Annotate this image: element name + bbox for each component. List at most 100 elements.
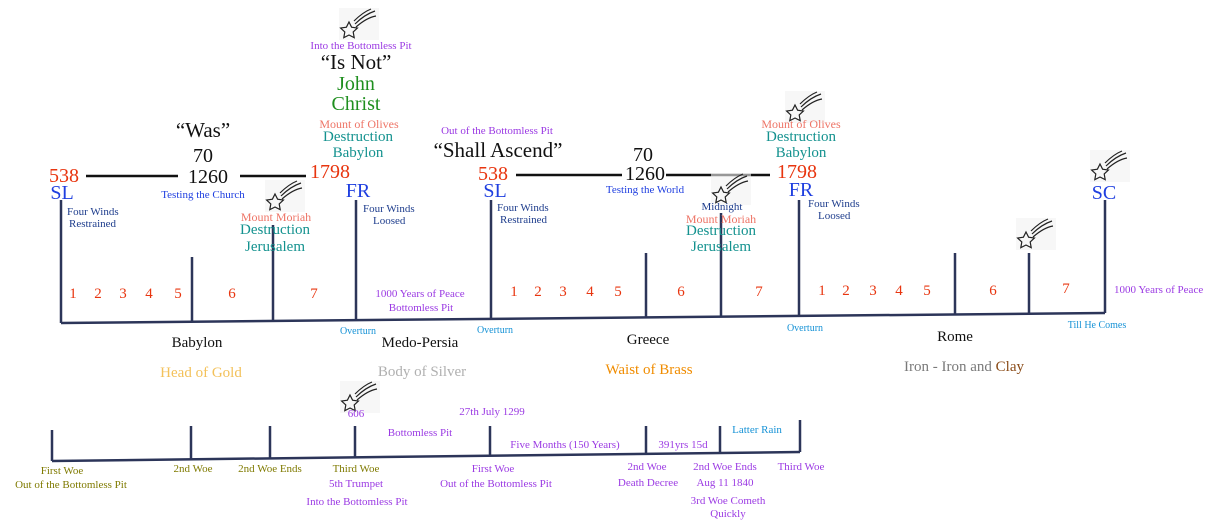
year-606: 606 xyxy=(347,408,365,420)
year-1798-2: 1798 xyxy=(777,161,817,183)
num-4: 4 xyxy=(895,283,903,299)
four-winds-2b: Loosed xyxy=(373,215,406,227)
num-7: 7 xyxy=(755,284,763,300)
mount-moriah-1: Mount Moriah xyxy=(240,210,312,224)
num-3: 3 xyxy=(869,283,877,299)
shall-ascend-label: “Shall Ascend” xyxy=(433,138,563,162)
was-label: “Was” xyxy=(175,118,231,142)
four-winds-4a: Four Winds xyxy=(808,198,860,210)
clay-text: Clay xyxy=(995,359,1024,375)
testing-church: Testing the Church xyxy=(161,189,245,201)
num-6: 6 xyxy=(228,286,236,302)
iron-text: Iron - Iron and xyxy=(904,359,996,375)
p1260-2: 1260 xyxy=(625,163,665,185)
bottomless-pit: Bottomless Pit xyxy=(387,427,453,439)
christ-label: Christ xyxy=(331,93,381,115)
peace-1b: Bottomless Pit xyxy=(388,302,454,314)
num-5: 5 xyxy=(923,283,931,299)
body-of-silver: Body of Silver xyxy=(377,364,467,380)
kingdom-medo-persia: Medo-Persia xyxy=(381,335,459,351)
first-woe-b: Out of the Bottomless Pit xyxy=(15,479,127,491)
five-months: Five Months (150 Years) xyxy=(510,439,620,451)
seventy-2: 70 xyxy=(633,144,653,166)
shooting-star-icon xyxy=(1089,149,1131,183)
sl-1: SL xyxy=(50,182,74,204)
iron-and-clay: Iron - Iron and Clay xyxy=(904,360,1024,375)
num-4: 4 xyxy=(586,284,594,300)
kingdom-greece: Greece xyxy=(626,332,670,348)
second-woe-2b: Death Decree xyxy=(617,477,679,489)
year-538-1: 538 xyxy=(49,165,79,187)
num-1: 1 xyxy=(69,286,77,302)
num-5: 5 xyxy=(614,284,622,300)
jerusalem-1: Jerusalem xyxy=(245,239,305,255)
num-6: 6 xyxy=(989,283,997,299)
first-woe-2a: First Woe xyxy=(471,463,515,475)
date-1299: 27th July 1299 xyxy=(459,406,525,418)
john-label: John xyxy=(337,73,375,95)
babylon-1: Babylon xyxy=(332,145,384,161)
third-woe-b: 5th Trumpet xyxy=(328,478,384,490)
num-7: 7 xyxy=(1062,281,1070,297)
num-6: 6 xyxy=(677,284,685,300)
four-winds-1a: Four Winds xyxy=(67,206,119,218)
num-4: 4 xyxy=(145,286,153,302)
into-pit-top: Into the Bottomless Pit xyxy=(310,40,412,52)
destruction-1: Destruction xyxy=(323,129,393,145)
peace-1a: 1000 Years of Peace xyxy=(375,288,465,300)
num-1: 1 xyxy=(818,283,826,299)
mount-olives-1: Mount of Olives xyxy=(319,117,399,131)
third-woe-a: Third Woe xyxy=(332,463,380,475)
overturn-1: Overturn xyxy=(339,326,377,337)
fr-1: FR xyxy=(345,180,371,202)
overturn-2: Overturn xyxy=(476,325,514,336)
second-woe-ends-2b: Aug 11 1840 xyxy=(696,477,754,489)
into-pit: Into the Bottomless Pit xyxy=(306,496,408,508)
num-5: 5 xyxy=(174,286,182,302)
second-woe-2a: 2nd Woe xyxy=(627,461,667,473)
is-not-label: “Is Not” xyxy=(320,50,392,74)
waist-of-brass: Waist of Brass xyxy=(605,362,693,378)
sc-label: SC xyxy=(1091,182,1117,204)
main-baseline xyxy=(60,311,1106,325)
num-2: 2 xyxy=(94,286,102,302)
num-3: 3 xyxy=(559,284,567,300)
num-7: 7 xyxy=(310,286,318,302)
num-2: 2 xyxy=(842,283,850,299)
four-winds-3a: Four Winds xyxy=(497,202,549,214)
year-1798-1: 1798 xyxy=(310,161,350,183)
out-of-pit-top: Out of the Bottomless Pit xyxy=(441,125,553,137)
midnight-label: Midnight xyxy=(701,201,743,213)
seventy-1: 70 xyxy=(193,145,213,167)
sl-2: SL xyxy=(483,180,507,202)
shooting-star-icon xyxy=(1015,217,1057,251)
babylon-2: Babylon xyxy=(775,145,827,161)
second-woe: 2nd Woe xyxy=(173,463,213,475)
first-woe-a: First Woe xyxy=(40,465,84,477)
destruction-3: Destruction xyxy=(240,222,310,238)
num-3: 3 xyxy=(119,286,127,302)
kingdom-rome: Rome xyxy=(937,329,973,345)
fr-2: FR xyxy=(788,179,814,201)
till-he-comes: Till He Comes xyxy=(1067,320,1127,331)
num-2: 2 xyxy=(534,284,542,300)
num-1: 1 xyxy=(510,284,518,300)
four-winds-4b: Loosed xyxy=(818,210,851,222)
head-of-gold: Head of Gold xyxy=(160,365,242,381)
peace-2: 1000 Years of Peace xyxy=(1114,284,1204,296)
third-woe-cometh-b: Quickly xyxy=(710,508,746,520)
p1260-1: 1260 xyxy=(188,166,228,188)
destruction-2: Destruction xyxy=(766,129,836,145)
yrs-391: 391yrs 15d xyxy=(658,439,708,451)
second-woe-ends-2a: 2nd Woe Ends xyxy=(693,461,757,473)
latter-rain: Latter Rain xyxy=(732,424,782,436)
destruction-4: Destruction xyxy=(686,223,756,239)
overturn-3: Overturn xyxy=(786,323,824,334)
shooting-star-icon xyxy=(338,7,380,41)
four-winds-3b: Restrained xyxy=(500,214,548,226)
first-woe-2b: Out of the Bottomless Pit xyxy=(440,478,552,490)
mount-olives-2: Mount of Olives xyxy=(761,117,841,131)
shooting-star-icon xyxy=(264,179,306,213)
